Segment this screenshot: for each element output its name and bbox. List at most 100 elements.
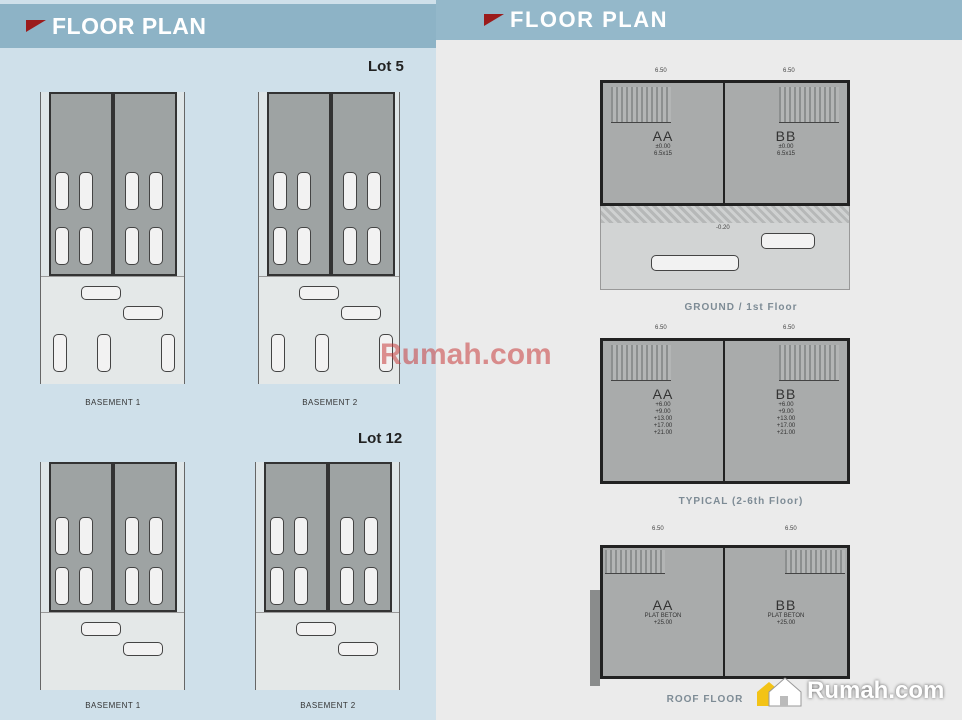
car-icon [299, 286, 339, 300]
level: +13.00 [776, 415, 796, 422]
car-icon [761, 233, 815, 249]
car-icon [338, 642, 378, 656]
car-icon [123, 642, 163, 656]
car-icon [294, 517, 308, 555]
caption: BASEMENT 2 [300, 701, 356, 710]
car-icon [271, 334, 285, 372]
car-icon [270, 517, 284, 555]
unit-size: 6.5x15 [776, 151, 795, 157]
car-icon [273, 227, 287, 265]
car-icon [149, 517, 163, 555]
car-icon [149, 227, 163, 265]
car-icon [55, 172, 69, 210]
dimension-label: 6.50 [783, 325, 795, 331]
stair [611, 87, 671, 123]
lot12-basement2-plan [255, 462, 400, 690]
dimension-label: 6.50 [652, 526, 664, 532]
stair [779, 87, 839, 123]
level: +17.00 [776, 422, 796, 429]
right-header: FLOOR PLAN [436, 0, 962, 40]
left-title: FLOOR PLAN [52, 12, 207, 39]
unit-name: AA [652, 385, 674, 402]
unit-bb: BB+6.00+9.00+13.00+17.00+21.00 [725, 341, 847, 481]
car-icon [149, 172, 163, 210]
level: +9.00 [778, 408, 794, 415]
unit-elevation: ±0.00 [655, 144, 671, 150]
stair [779, 345, 839, 381]
car-icon [125, 567, 139, 605]
car-icon [123, 306, 163, 320]
car-icon [379, 334, 393, 372]
level: +21.00 [653, 429, 673, 436]
car-icon [55, 567, 69, 605]
car-icon [55, 227, 69, 265]
caption: BASEMENT 1 [85, 398, 141, 407]
car-icon [161, 334, 175, 372]
level: +17.00 [653, 422, 673, 429]
car-icon [125, 517, 139, 555]
lot12-basement1-plan [40, 462, 185, 690]
unit-name: BB [775, 385, 797, 402]
unit-name: AA [652, 597, 674, 613]
car-icon [79, 227, 93, 265]
unit-elevation: ±0.00 [778, 144, 794, 150]
car-icon [340, 567, 354, 605]
car-icon [79, 517, 93, 555]
lot-12-label: Lot 12 [358, 430, 403, 447]
house-icon [757, 677, 802, 707]
level: +21.00 [776, 429, 796, 436]
typical-floor-caption: TYPICAL (2-6th Floor) [678, 496, 804, 507]
street-area: -0.20 [600, 200, 850, 290]
triangle-icon [484, 14, 504, 26]
car-icon [55, 517, 69, 555]
logo-text: Rumah.com [807, 677, 945, 704]
parking-bay [113, 92, 177, 276]
parking-bay [331, 92, 395, 276]
car-icon [297, 172, 311, 210]
car-icon [343, 227, 357, 265]
level: +6.00 [655, 401, 671, 408]
parking-bay [113, 462, 177, 612]
unit-name: BB [775, 597, 797, 613]
caption: BASEMENT 1 [85, 701, 141, 710]
car-icon [270, 567, 284, 605]
rumah-logo: Rumah.com [755, 674, 944, 708]
ground-floor-caption: GROUND / 1st Floor [684, 302, 798, 313]
lot5-basement1-plan [40, 92, 185, 384]
watermark: Rumah.com [380, 338, 552, 371]
parking-bay [328, 462, 392, 612]
car-icon [149, 567, 163, 605]
roof-floor-caption: ROOF FLOOR [666, 694, 744, 705]
unit-name: AA [652, 128, 674, 144]
left-header: FLOOR PLAN [0, 4, 436, 48]
unit-aa: AA+6.00+9.00+13.00+17.00+21.00 [603, 341, 725, 481]
car-icon [296, 622, 336, 636]
roof-shadow [590, 590, 600, 686]
car-icon [297, 227, 311, 265]
terrace [601, 201, 849, 223]
stair [611, 345, 671, 381]
dimension-label: 6.50 [783, 68, 795, 74]
level: +9.00 [655, 408, 671, 415]
unit-elevation: +25.00 [653, 620, 673, 626]
car-icon [81, 622, 121, 636]
car-icon [343, 172, 357, 210]
unit-note: PLAT BETON [767, 613, 805, 619]
car-icon [341, 306, 381, 320]
car-icon [340, 517, 354, 555]
car-icon [367, 227, 381, 265]
lot-5-label: Lot 5 [368, 58, 404, 75]
right-title: FLOOR PLAN [510, 7, 668, 32]
car-icon [81, 286, 121, 300]
car-icon [367, 172, 381, 210]
stair [605, 550, 665, 574]
car-icon [125, 172, 139, 210]
triangle-icon [26, 20, 46, 32]
unit-elevation: +25.00 [776, 620, 796, 626]
